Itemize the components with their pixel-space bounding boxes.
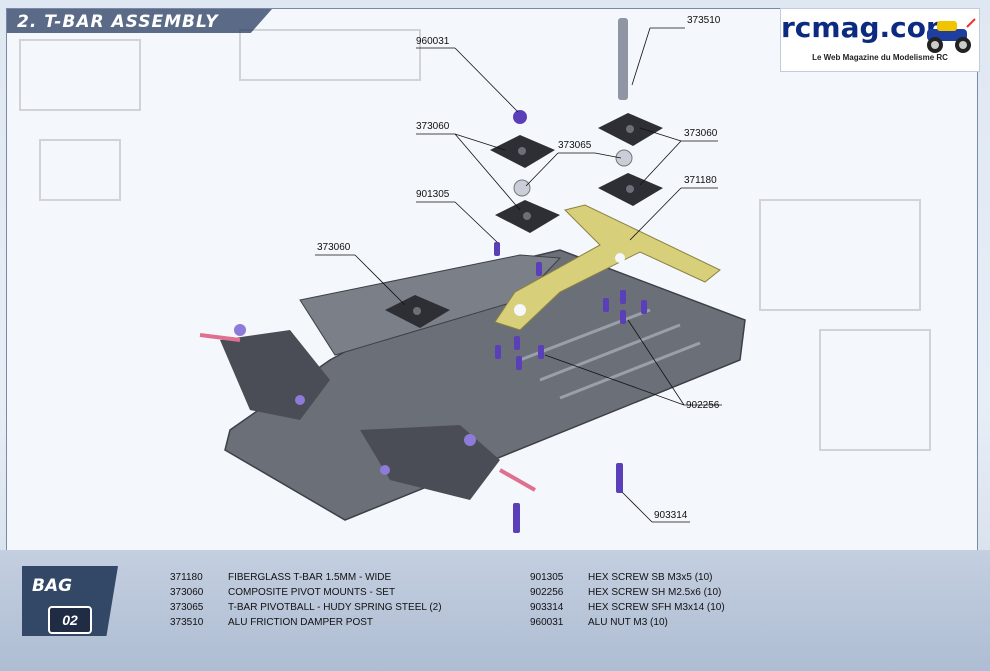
callout-373060-left: 373060 — [416, 121, 450, 132]
part-row: 903314 HEX SCREW SFH M3x14 (10) — [530, 600, 725, 615]
part-number: 901305 — [530, 572, 564, 583]
title-bar: 2. T-BAR ASSEMBLY — [7, 9, 272, 33]
part-number: 960031 — [530, 617, 564, 628]
damper-post — [618, 18, 628, 100]
part-row: 960031 ALU NUT M3 (10) — [530, 615, 725, 630]
part-description: HEX SCREW SB M3x5 (10) — [588, 572, 713, 583]
callout-371180: 371180 — [684, 175, 717, 186]
callout-373065: 373065 — [558, 140, 592, 151]
exploded-diagram — [19, 18, 931, 533]
part-row: 373510 ALU FRICTION DAMPER POST — [170, 615, 442, 630]
part-row: 902256 HEX SCREW SH M2.5x6 (10) — [530, 585, 725, 600]
part-description: ALU FRICTION DAMPER POST — [228, 617, 374, 628]
t-bar-fiberglass — [494, 204, 721, 331]
part-number: 902256 — [530, 587, 564, 598]
part-description: ALU NUT M3 (10) — [588, 617, 668, 628]
callout-373060-lower: 373060 — [317, 242, 351, 253]
alu-nut — [513, 110, 527, 124]
callout-903314: 903314 — [654, 510, 688, 521]
part-description: COMPOSITE PIVOT MOUNTS - SET — [228, 587, 396, 598]
part-number: 373065 — [170, 602, 204, 613]
part-row: 901305 HEX SCREW SB M3x5 (10) — [530, 570, 725, 585]
callout-902256: 902256 — [686, 400, 720, 411]
part-row: 371180 FIBERGLASS T-BAR 1.5MM - WIDE — [170, 570, 442, 585]
parts-footer — [0, 550, 990, 671]
part-description: HEX SCREW SH M2.5x6 (10) — [588, 587, 722, 598]
bag-label: BAG — [32, 576, 73, 596]
callout-lines — [315, 27, 722, 523]
callout-960031: 960031 — [416, 36, 450, 47]
part-number: 373510 — [170, 617, 204, 628]
pivotball-right — [615, 149, 633, 167]
parts-list-left: 371180 FIBERGLASS T-BAR 1.5MM - WIDE 3730… — [170, 570, 442, 630]
callout-373510: 373510 — [687, 15, 721, 26]
bag-number: 02 — [48, 606, 92, 634]
hex-screws — [494, 242, 647, 533]
page-title: 2. T-BAR ASSEMBLY — [17, 12, 219, 32]
part-description: HEX SCREW SFH M3x14 (10) — [588, 602, 725, 613]
callout-901305: 901305 — [416, 189, 450, 200]
part-description: T-BAR PIVOTBALL - HUDY SPRING STEEL (2) — [228, 602, 442, 613]
front-suspension — [199, 324, 536, 500]
part-description: FIBERGLASS T-BAR 1.5MM - WIDE — [228, 572, 392, 583]
part-number: 903314 — [530, 602, 564, 613]
logo: rcmag.com Le Web Magazine du Modelisme R… — [780, 8, 980, 72]
background-parts — [19, 29, 931, 451]
part-row: 373060 COMPOSITE PIVOT MOUNTS - SET — [170, 585, 442, 600]
rc-car-icon — [927, 18, 976, 53]
part-number: 371180 — [170, 572, 203, 583]
pivot-mounts — [385, 113, 663, 328]
logo-tagline: Le Web Magazine du Modelisme RC — [812, 53, 948, 62]
pivotball-left — [513, 179, 531, 197]
part-row: 373065 T-BAR PIVOTBALL - HUDY SPRING STEE… — [170, 600, 442, 615]
callout-373060-right: 373060 — [684, 128, 718, 139]
part-number: 373060 — [170, 587, 204, 598]
